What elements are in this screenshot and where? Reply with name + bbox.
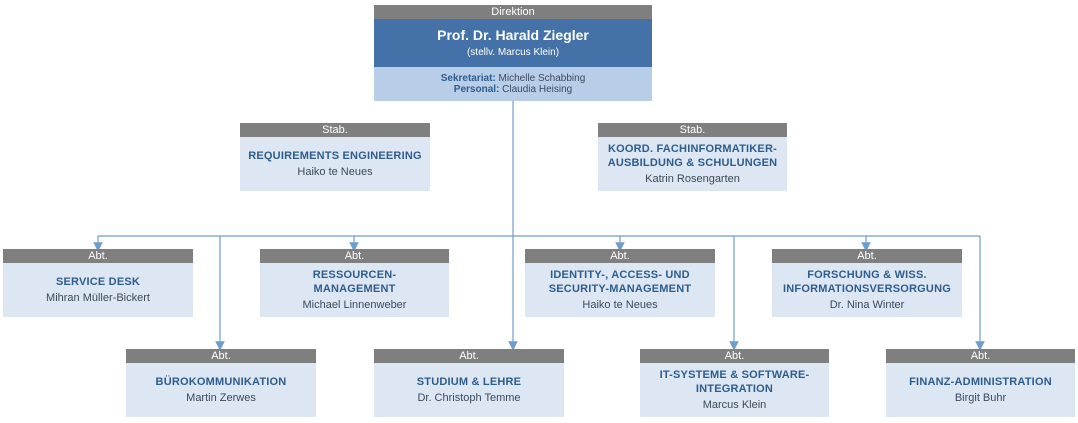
abt-box-ressourcen: Abt. RESSOURCEN- MANAGEMENT Michael Linn… bbox=[260, 249, 449, 317]
direktion-staff-area: Sekretariat: Michelle Schabbing Personal… bbox=[374, 67, 652, 101]
unit-head: Dr. Christoph Temme bbox=[417, 392, 521, 404]
abt-box-studium-lehre: Abt. STUDIUM & LEHRE Dr. Christoph Temme bbox=[374, 349, 564, 417]
unit-title: BÜROKOMMUNIKATION bbox=[155, 376, 287, 388]
stab-box-requirements: Stab. REQUIREMENTS ENGINEERING Haiko te … bbox=[240, 123, 430, 191]
unit-head: Katrin Rosengarten bbox=[645, 173, 740, 185]
abt-box-service-desk: Abt. SERVICE DESK Mihran Müller-Bickert bbox=[3, 249, 193, 317]
direktion-header: Direktion bbox=[374, 5, 652, 19]
unit-title: IT-SYSTEME & SOFTWARE- INTEGRATION bbox=[659, 369, 810, 395]
personal-label: Personal: bbox=[453, 84, 500, 95]
abt-header: Abt. bbox=[374, 349, 564, 363]
abt-box-identity: Abt. IDENTITY-, ACCESS- UND SECURITY-MAN… bbox=[525, 249, 715, 317]
abt-header: Abt. bbox=[260, 249, 449, 263]
unit-title: FINANZ-ADMINISTRATION bbox=[909, 376, 1052, 388]
abt-body: FORSCHUNG & WISS. INFORMATIONSVERSORGUNG… bbox=[772, 263, 962, 317]
abt-header: Abt. bbox=[525, 249, 715, 263]
abt-header: Abt. bbox=[3, 249, 193, 263]
personal-line: Personal: Claudia Heising bbox=[374, 84, 652, 95]
direktion-box: Direktion Prof. Dr. Harald Ziegler (stel… bbox=[374, 5, 652, 101]
sekretariat-line: Sekretariat: Michelle Schabbing bbox=[374, 73, 652, 84]
stab-body: KOORD. FACHINFORMATIKER- AUSBILDUNG & SC… bbox=[598, 137, 787, 191]
director-deputy: (stellv. Marcus Klein) bbox=[466, 47, 560, 58]
stab-box-fachinformatiker: Stab. KOORD. FACHINFORMATIKER- AUSBILDUN… bbox=[598, 123, 787, 191]
stab-header: Stab. bbox=[598, 123, 787, 137]
abt-box-forschung: Abt. FORSCHUNG & WISS. INFORMATIONSVERSO… bbox=[772, 249, 962, 317]
stab-body: REQUIREMENTS ENGINEERING Haiko te Neues bbox=[240, 137, 430, 191]
abt-box-finanz: Abt. FINANZ-ADMINISTRATION Birgit Buhr bbox=[886, 349, 1075, 417]
unit-title: STUDIUM & LEHRE bbox=[416, 376, 522, 388]
sekretariat-label: Sekretariat: bbox=[440, 73, 496, 84]
personal-name: Claudia Heising bbox=[502, 84, 573, 95]
abt-box-it-systeme: Abt. IT-SYSTEME & SOFTWARE- INTEGRATION … bbox=[640, 349, 829, 417]
direktion-name-area: Prof. Dr. Harald Ziegler (stellv. Marcus… bbox=[374, 19, 652, 67]
abt-header: Abt. bbox=[126, 349, 316, 363]
abt-header: Abt. bbox=[640, 349, 829, 363]
unit-head: Martin Zerwes bbox=[186, 392, 256, 404]
unit-title: KOORD. FACHINFORMATIKER- AUSBILDUNG & SC… bbox=[607, 143, 778, 169]
abt-header: Abt. bbox=[772, 249, 962, 263]
abt-body: RESSOURCEN- MANAGEMENT Michael Linnenweb… bbox=[260, 263, 449, 317]
abt-header: Abt. bbox=[886, 349, 1075, 363]
sekretariat-name: Michelle Schabbing bbox=[498, 73, 586, 84]
abt-body: STUDIUM & LEHRE Dr. Christoph Temme bbox=[374, 363, 564, 417]
unit-title: REQUIREMENTS ENGINEERING bbox=[248, 150, 422, 162]
unit-title: RESSOURCEN- MANAGEMENT bbox=[312, 269, 397, 295]
unit-head: Haiko te Neues bbox=[582, 299, 658, 311]
abt-body: FINANZ-ADMINISTRATION Birgit Buhr bbox=[886, 363, 1075, 417]
unit-head: Haiko te Neues bbox=[297, 166, 373, 178]
unit-title: FORSCHUNG & WISS. INFORMATIONSVERSORGUNG bbox=[783, 269, 951, 295]
unit-head: Michael Linnenweber bbox=[302, 299, 407, 311]
unit-title: IDENTITY-, ACCESS- UND SECURITY-MANAGEME… bbox=[548, 269, 692, 295]
unit-head: Mihran Müller-Bickert bbox=[46, 292, 150, 304]
abt-body: IDENTITY-, ACCESS- UND SECURITY-MANAGEME… bbox=[525, 263, 715, 317]
director-name: Prof. Dr. Harald Ziegler bbox=[437, 27, 589, 43]
unit-head: Dr. Nina Winter bbox=[829, 299, 905, 311]
stab-header: Stab. bbox=[240, 123, 430, 137]
abt-body: IT-SYSTEME & SOFTWARE- INTEGRATION Marcu… bbox=[640, 363, 829, 417]
unit-head: Birgit Buhr bbox=[954, 392, 1007, 404]
abt-body: BÜROKOMMUNIKATION Martin Zerwes bbox=[126, 363, 316, 417]
abt-box-buerokommunikation: Abt. BÜROKOMMUNIKATION Martin Zerwes bbox=[126, 349, 316, 417]
unit-head: Marcus Klein bbox=[702, 399, 767, 411]
unit-title: SERVICE DESK bbox=[55, 276, 141, 288]
abt-body: SERVICE DESK Mihran Müller-Bickert bbox=[3, 263, 193, 317]
